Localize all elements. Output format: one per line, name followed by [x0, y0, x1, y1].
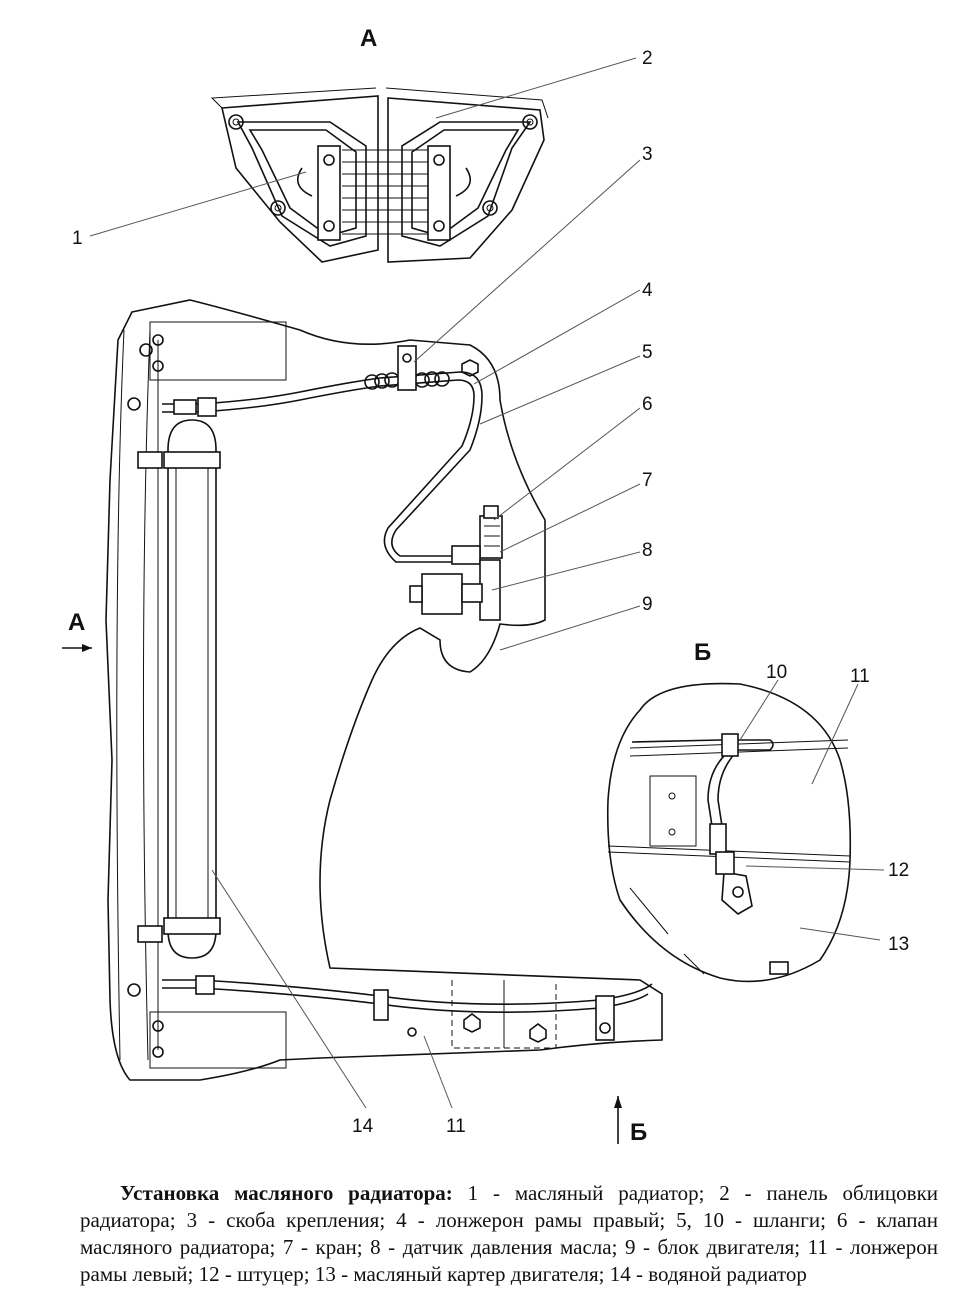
label-11-detail: 11: [850, 666, 870, 687]
main-view-frame-and-radiators: [62, 299, 663, 1144]
label-14: 14: [352, 1116, 374, 1137]
oil-radiator-installation-diagram: А А Б Б 1 2 3 4 5 6 7 8 9 10 11 12 13 14…: [62, 25, 909, 1146]
caption-title: Установка масляного радиатора:: [120, 1181, 453, 1205]
caption-text: 1 - масляный радиатор; 2 - панель облицо…: [80, 1181, 939, 1286]
label-5: 5: [642, 342, 653, 363]
label-1: 1: [72, 228, 83, 249]
label-6: 6: [642, 394, 653, 415]
view-a-radiator-panel: [210, 87, 549, 263]
label-3: 3: [642, 144, 653, 165]
label-11: 11: [446, 1116, 466, 1137]
spring-coil: [364, 371, 450, 390]
view-a-arrow-label: А: [68, 609, 85, 636]
view-b-detail: [606, 682, 852, 983]
figure-caption: Установка масляного радиатора: 1 - масля…: [80, 1180, 938, 1288]
label-8: 8: [642, 540, 653, 561]
label-10: 10: [766, 662, 787, 683]
label-4: 4: [642, 280, 653, 301]
leader-lines: [89, 57, 885, 1109]
label-13: 13: [888, 934, 909, 955]
label-7: 7: [642, 470, 653, 491]
label-12: 12: [888, 860, 909, 881]
view-a-title: А: [360, 25, 377, 52]
label-9: 9: [642, 594, 653, 615]
view-b-title: Б: [694, 639, 711, 666]
label-2: 2: [642, 48, 653, 69]
view-b-arrow-label: Б: [630, 1119, 647, 1146]
